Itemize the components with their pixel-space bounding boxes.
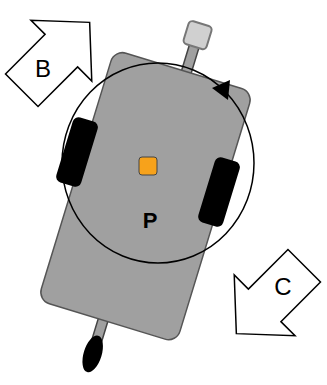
rotation-arrowhead — [212, 80, 230, 100]
arrow-label: B — [35, 57, 51, 81]
right-wheel — [197, 156, 242, 229]
arrow-shape — [0, 2, 110, 112]
sensor-head — [183, 20, 213, 50]
arrow-label: C — [274, 275, 291, 299]
point-label: P — [143, 210, 158, 232]
arrow-outline — [0, 2, 110, 112]
caster-wheel — [79, 333, 107, 375]
center-point — [139, 157, 157, 175]
block-arrow: B — [0, 2, 110, 112]
arrow-outline — [216, 244, 326, 354]
block-arrow: C — [216, 244, 326, 354]
rotation-circle — [62, 63, 254, 263]
robot-body — [38, 50, 253, 343]
arrow-shape — [216, 244, 326, 354]
left-wheel — [55, 116, 100, 189]
